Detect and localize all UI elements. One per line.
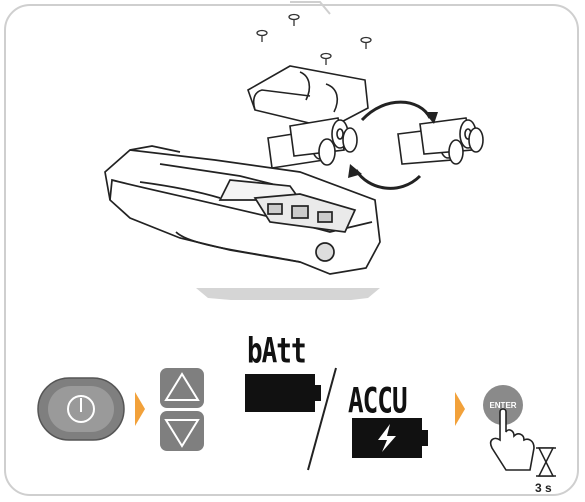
- old-batteries: [268, 118, 357, 168]
- battery-display-label: bAtt: [247, 334, 306, 369]
- up-down-buttons: [160, 368, 204, 451]
- screw-icon: [257, 15, 371, 66]
- accu-display-label: ACCU: [348, 384, 407, 419]
- power-button: [38, 378, 124, 440]
- hold-duration-label: 3 s: [535, 481, 552, 495]
- step-arrow: [455, 392, 465, 426]
- step-arrow: [135, 392, 145, 426]
- battery-replacement-illustration: [0, 0, 585, 300]
- battery-cover: [248, 66, 368, 128]
- battery-icon: [245, 374, 315, 412]
- instruction-sequence: ENTER: [0, 280, 585, 502]
- device-body: [105, 146, 380, 274]
- new-batteries: [398, 118, 483, 164]
- hourglass-icon: [536, 448, 556, 476]
